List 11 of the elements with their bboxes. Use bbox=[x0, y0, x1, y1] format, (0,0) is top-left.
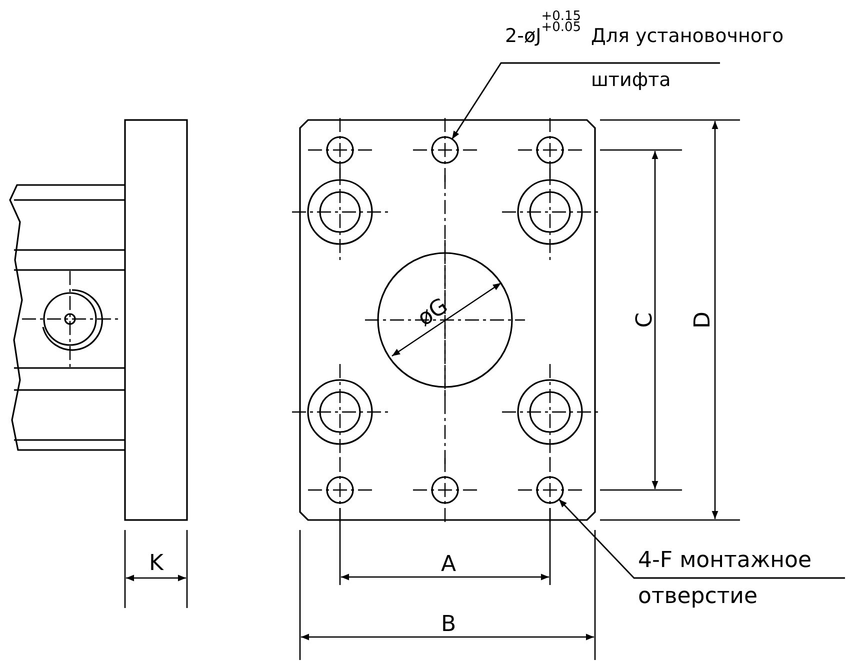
dimension-label: D bbox=[692, 312, 714, 328]
pin-hole bbox=[536, 476, 564, 504]
dimension-label: K bbox=[149, 553, 164, 575]
leader-line bbox=[451, 62, 720, 140]
leader-line bbox=[558, 498, 845, 579]
dimension-label: A bbox=[441, 554, 456, 576]
dimension-label: B bbox=[441, 614, 456, 636]
callout-text: Для установочного штифта bbox=[591, 24, 785, 93]
dimension-label: C bbox=[634, 312, 657, 328]
callout-text: 4-F монтажное отверстие bbox=[638, 543, 843, 615]
pin-hole bbox=[431, 136, 459, 164]
